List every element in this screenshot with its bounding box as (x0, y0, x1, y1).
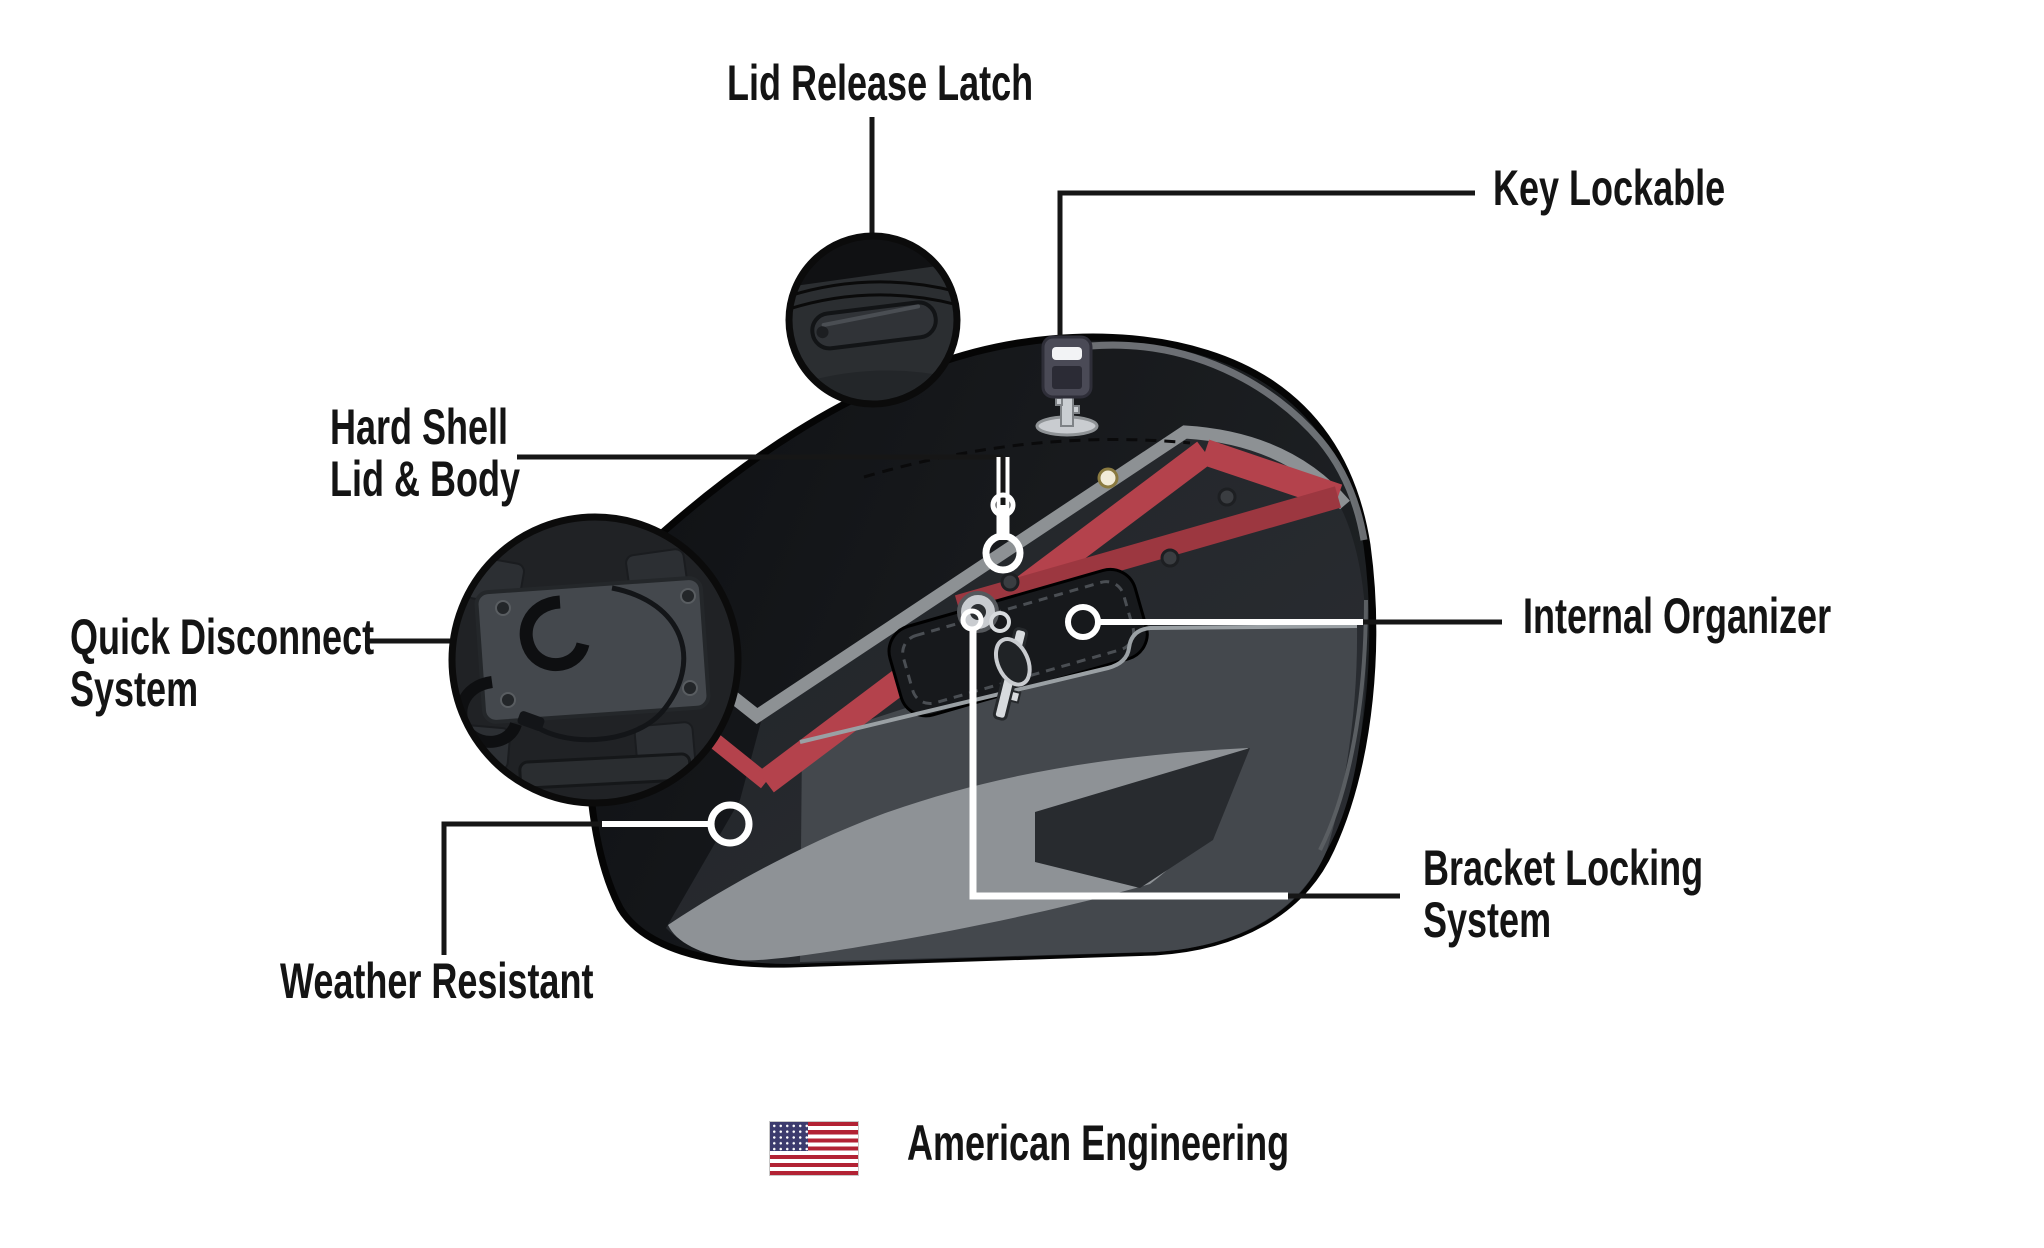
rivet-gold (1097, 467, 1119, 489)
label-quick-disconnect: Quick Disconnect System (70, 609, 375, 717)
hard-shell-marker-small (990, 492, 1016, 518)
label-internal-organizer: Internal Organizer (1523, 588, 1832, 644)
saddlebag-body (584, 333, 1377, 968)
bracket-locking-marker (960, 608, 984, 632)
callout-markers (707, 492, 1101, 847)
label-key-lockable: Key Lockable (1493, 160, 1726, 216)
callout-lines (368, 117, 1502, 955)
label-bracket-locking: Bracket Locking System (1423, 840, 1704, 948)
label-american-engineering: American Engineering (907, 1115, 1290, 1171)
quick-disconnect-inset-circle (448, 513, 742, 807)
internal-organizer-marker (1065, 604, 1101, 640)
label-weather-resistant: Weather Resistant (280, 953, 594, 1009)
key-ring-keys (989, 611, 1032, 721)
weather-resistant-line (441, 821, 606, 955)
label-hard-shell: Hard Shell Lid & Body (330, 399, 520, 507)
rivet-dark (1000, 487, 1237, 592)
hard-shell-marker-large (982, 532, 1024, 574)
label-lid-release-latch: Lid Release Latch (727, 55, 1034, 111)
key-lockable-line (1057, 190, 1475, 341)
key-icon (1035, 335, 1099, 437)
lock-and-keys (957, 591, 1032, 721)
latch-handle-icon (810, 300, 938, 351)
usa-flag-icon (770, 1122, 858, 1175)
weather-resistant-marker (707, 801, 753, 847)
lid-latch-inset-circle (785, 232, 961, 408)
